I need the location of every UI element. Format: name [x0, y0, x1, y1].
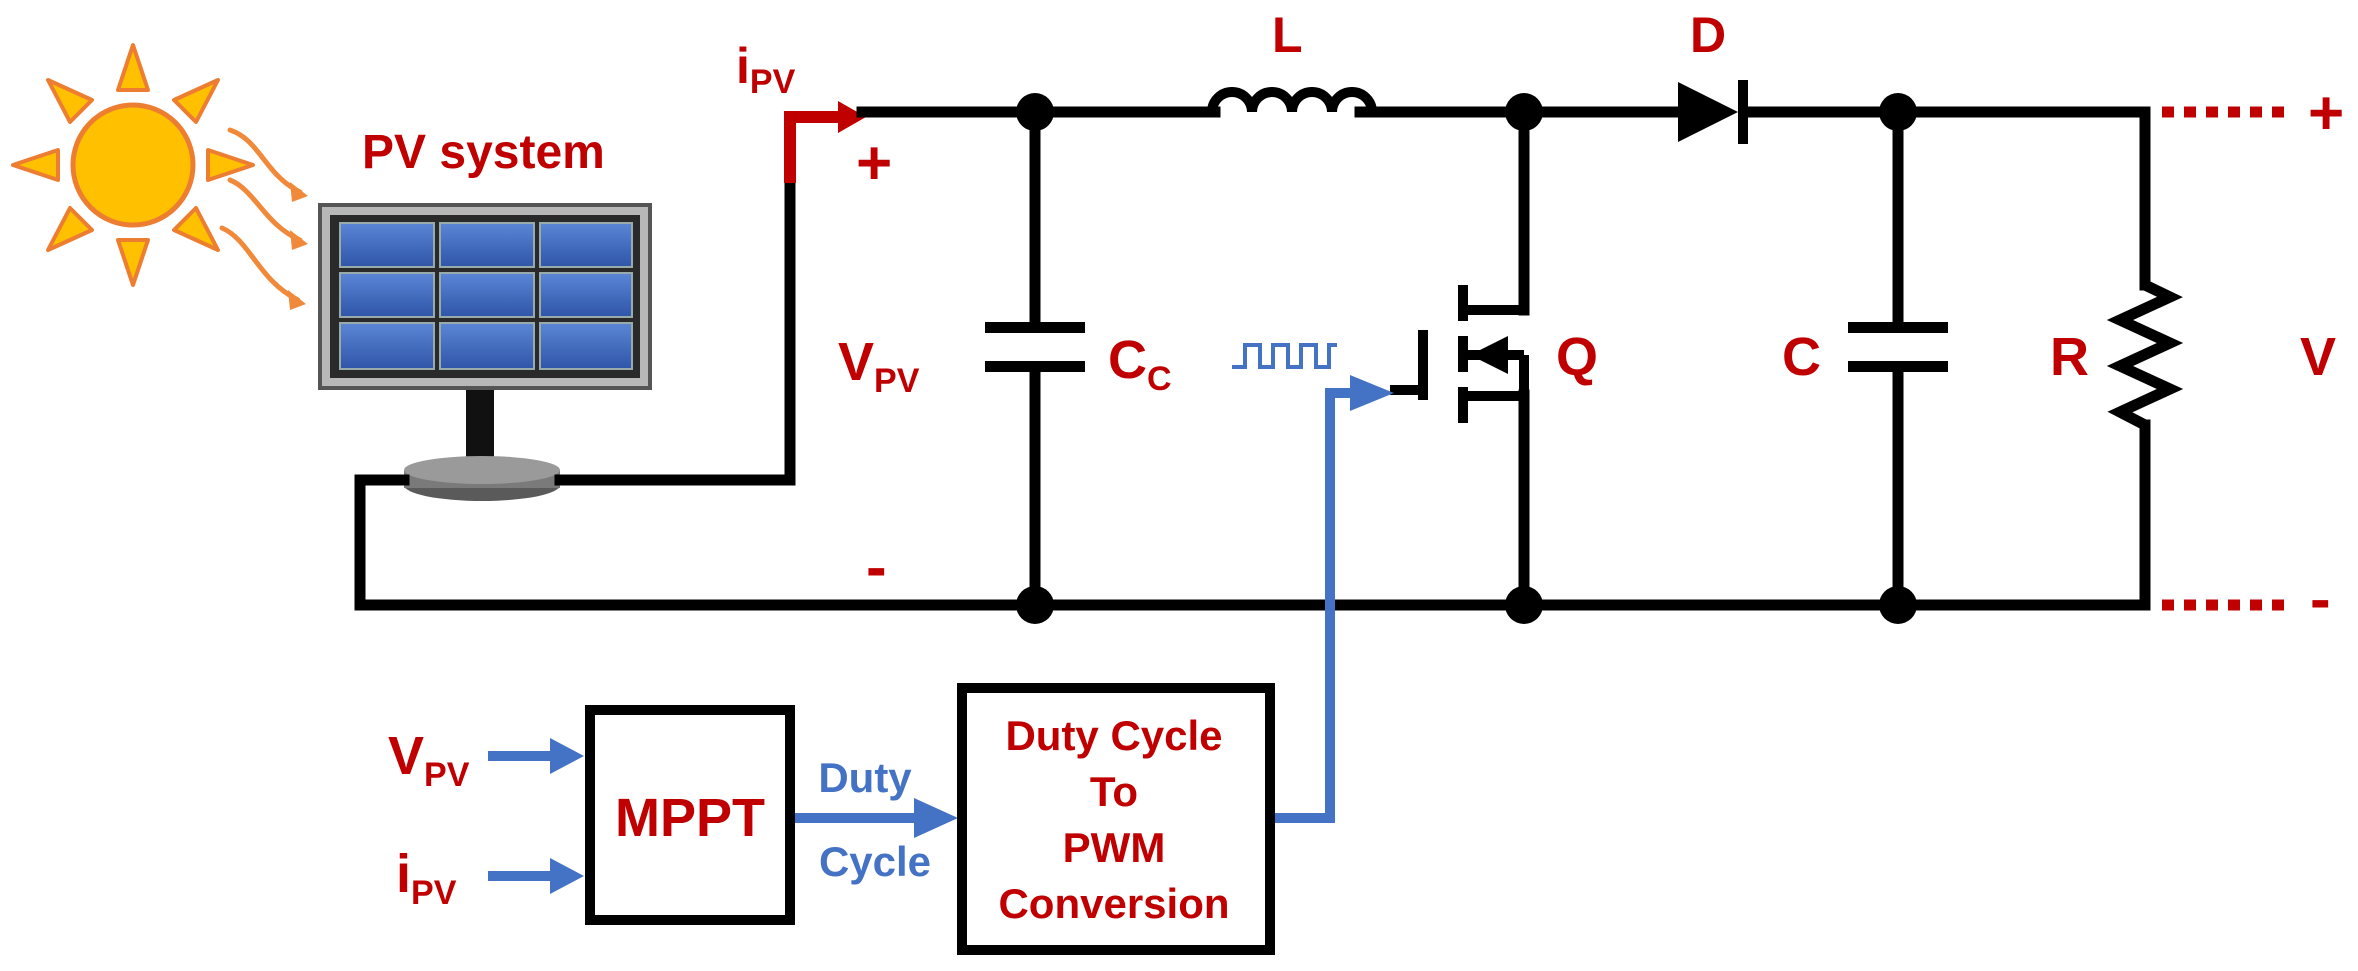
solar-panel-icon: [318, 203, 652, 501]
mppt-block: [585, 705, 795, 925]
vpv-label: VPV: [838, 332, 920, 400]
vpv-input-arrow-head: [550, 738, 584, 774]
pv-current-arrow: [838, 101, 866, 133]
control-ipv-label: iPV: [396, 844, 457, 912]
capacitor-label: C: [1782, 327, 1821, 387]
duty-cycle-arrow-head: [914, 798, 958, 838]
sun-icon: [11, 43, 308, 310]
pv-positive-wire: [554, 177, 796, 486]
output-voltage-label: V: [2300, 327, 2336, 387]
switch-label: Q: [1556, 327, 1598, 387]
ipv-label: iPV: [736, 38, 796, 101]
diode-d: [1678, 80, 1748, 144]
inductor-label: L: [1272, 7, 1303, 63]
capacitor-cc: [985, 322, 1085, 372]
pv-system-label: PV system: [362, 126, 605, 179]
conv-line-4: Conversion: [998, 880, 1229, 927]
control-vpv-label: VPV: [388, 726, 470, 794]
duty-label-line1: Duty: [818, 754, 912, 801]
output-plus-label: +: [2308, 79, 2344, 148]
bottom-rail: [354, 474, 2151, 611]
diode-label: D: [1690, 7, 1726, 63]
duty-label-line2: Cycle: [819, 838, 931, 885]
output-terminals: [2162, 106, 2290, 611]
pv-minus-label: -: [866, 533, 887, 602]
mosfet-q: [1390, 285, 1529, 423]
conv-line-2: To: [1090, 768, 1138, 815]
conv-line-3: PWM: [1063, 824, 1166, 871]
pv-plus-label: +: [856, 129, 892, 198]
junction-dots: [1016, 93, 1917, 624]
conv-line-1: Duty Cycle: [1005, 712, 1222, 759]
capacitor-c: [1848, 322, 1948, 372]
inductor-l: [1207, 87, 1377, 113]
ipv-input-arrow-head: [550, 858, 584, 894]
pwm-waveform-icon: [1232, 343, 1337, 369]
cc-label: CC: [1108, 330, 1172, 398]
pwm-conversion-block: [957, 683, 1275, 955]
mppt-label: MPPT: [615, 788, 765, 848]
resistor-label: R: [2050, 327, 2089, 387]
pwm-signal-wire: [1272, 388, 1356, 823]
resistor-r: [2106, 280, 2184, 430]
pv-current-indicator: [784, 111, 840, 183]
pwm-signal-arrow: [1350, 375, 1394, 411]
output-minus-label: -: [2310, 565, 2331, 634]
